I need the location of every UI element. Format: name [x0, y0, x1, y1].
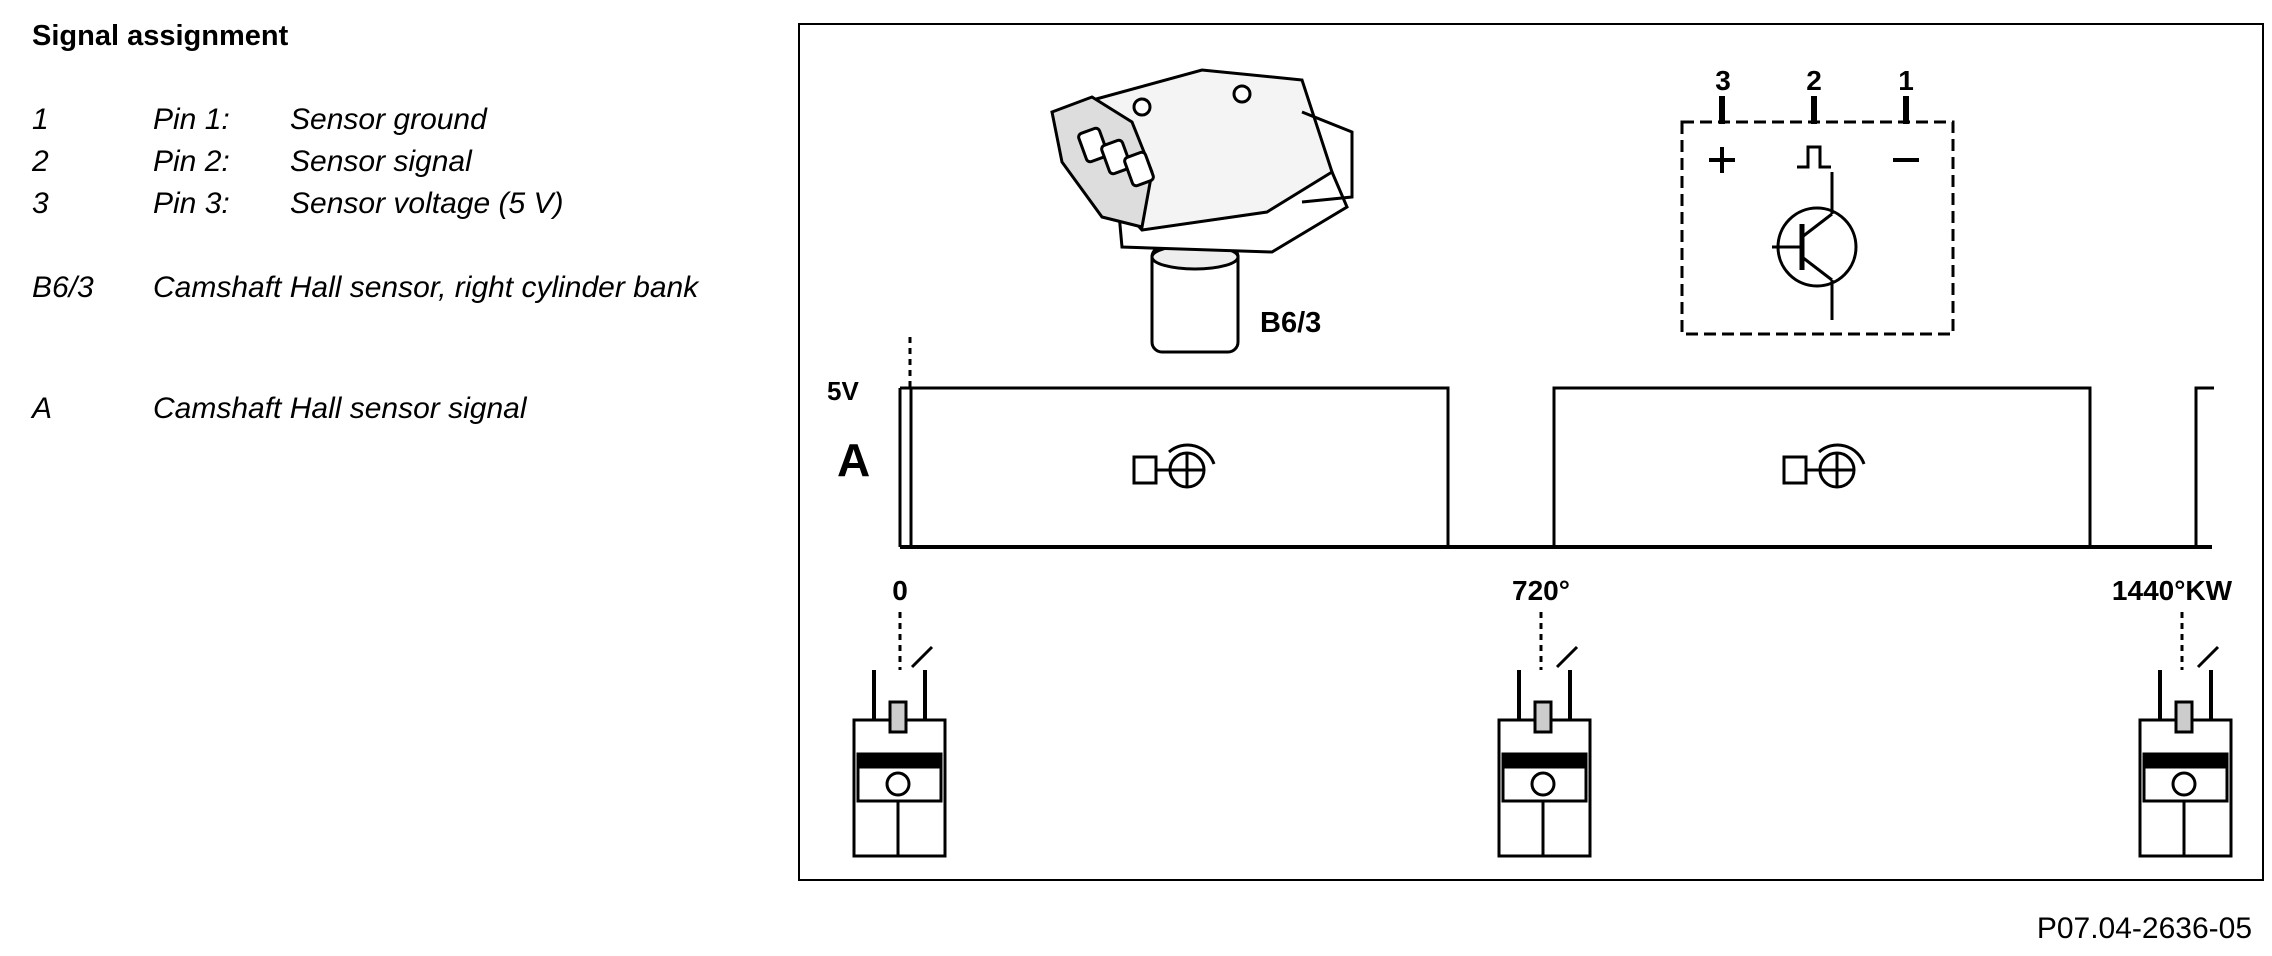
- legend-desc: Sensor ground: [290, 103, 487, 136]
- diagram-frame: B6/3 3 2 1: [798, 23, 2264, 881]
- legend-pin: Pin 3:: [153, 187, 230, 220]
- guide-lines: [898, 612, 2184, 670]
- sensor-label: B6/3: [1260, 307, 1321, 339]
- cylinder-icon: [1497, 645, 1592, 858]
- legend-key: A: [32, 392, 53, 425]
- axis-label-720: 720°: [1512, 575, 1570, 606]
- signal-label: A: [837, 434, 870, 486]
- legend-key: 1: [32, 103, 49, 136]
- diagram-svg: B6/3 3 2 1: [827, 65, 2233, 858]
- legend-pin: Pin 1:: [153, 103, 230, 136]
- transistor-circuit-icon: [1680, 96, 1955, 336]
- signal-waveform: [898, 337, 2214, 549]
- cylinder-icon: [852, 645, 947, 858]
- sensor-connector-icon: [1050, 68, 1354, 354]
- axis-label-1440: 1440°KW: [2112, 575, 2233, 606]
- legend-key: 2: [32, 145, 49, 178]
- pin-label-3: 3: [1715, 65, 1731, 96]
- legend-key: B6/3: [32, 271, 94, 304]
- pin-label-1: 1: [1898, 65, 1914, 96]
- legend-desc: Sensor signal: [290, 145, 472, 178]
- legend-desc: Camshaft Hall sensor, right cylinder ban…: [153, 271, 699, 304]
- legend-pin: Pin 2:: [153, 145, 230, 178]
- legend-key: 3: [32, 187, 49, 220]
- pin-label-2: 2: [1806, 65, 1822, 96]
- legend-desc: Sensor voltage (5 V): [290, 187, 564, 220]
- camshaft-icon: [1782, 443, 1866, 489]
- figure-code: P07.04-2636-05: [2036, 912, 2252, 945]
- legend-desc: Camshaft Hall sensor signal: [153, 392, 527, 425]
- camshaft-icon: [1132, 443, 1216, 489]
- legend-title: Signal assignment: [32, 20, 289, 52]
- axis-label-0: 0: [892, 575, 908, 606]
- legend: Signal assignment: [32, 20, 732, 93]
- voltage-label: 5V: [827, 376, 859, 406]
- cylinder-icon: [2138, 645, 2233, 858]
